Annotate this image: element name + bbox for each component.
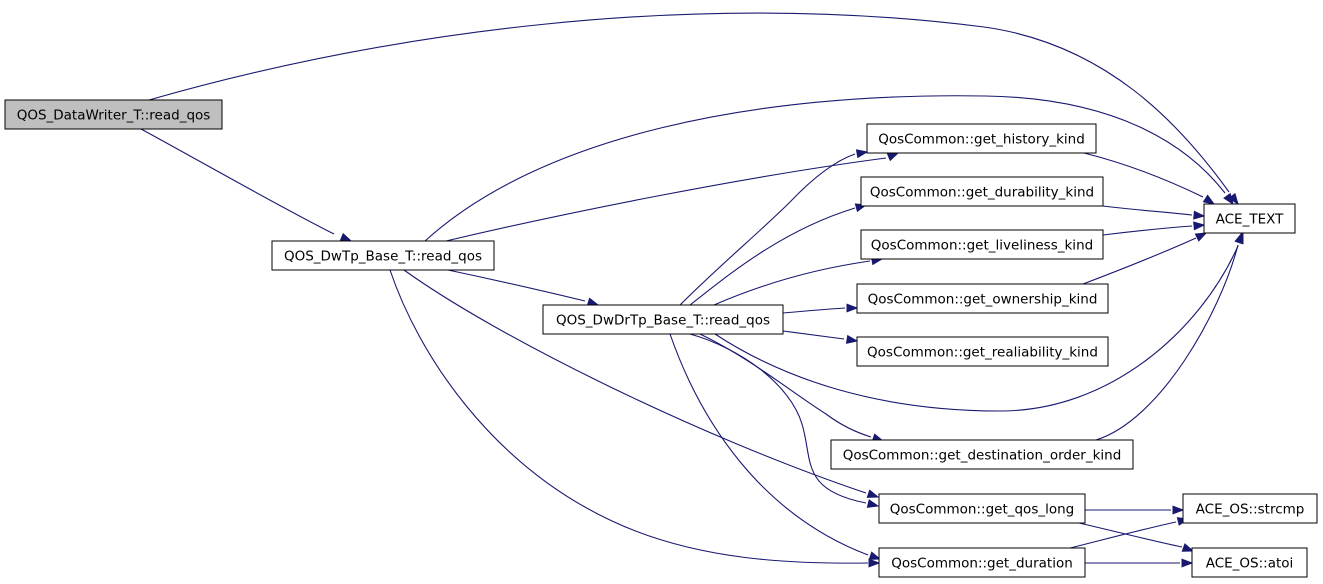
edge-durability-to-acetext — [1102, 205, 1206, 220]
node-box[interactable] — [878, 547, 1086, 578]
edge-history-to-acetext — [1083, 152, 1216, 205]
node-destorder[interactable]: QosCommon::get_destination_order_kind — [830, 439, 1134, 470]
edge-dwdrtp-to-qoslong — [689, 333, 880, 508]
node-label: QOS_DataWriter_T::read_qos — [17, 108, 211, 124]
node-box[interactable] — [856, 336, 1109, 367]
node-ownership[interactable]: QosCommon::get_ownership_kind — [856, 283, 1109, 314]
edge-dwtp-to-history — [445, 152, 900, 242]
edge-duration-to-atoi — [1084, 558, 1194, 568]
arrowhead-icon — [339, 232, 353, 242]
arrowhead-icon — [866, 489, 880, 498]
edge-dwdrtp-to-history — [679, 149, 869, 306]
arrowhead-icon — [866, 499, 880, 508]
node-box[interactable] — [878, 493, 1086, 524]
node-label: QosCommon::get_ownership_kind — [868, 292, 1098, 308]
edge-liveliness-to-acetext — [1102, 221, 1206, 236]
node-durability[interactable]: QosCommon::get_durability_kind — [860, 176, 1104, 207]
node-root[interactable]: QOS_DataWriter_T::read_qos — [4, 99, 223, 130]
edge-dwtp-to-acetext — [424, 95, 1234, 242]
arrowhead-icon — [846, 303, 859, 313]
arrowhead-icon — [855, 149, 869, 159]
edge-dwdrtp-to-durability — [689, 203, 868, 306]
edge-root-to-dwtp — [140, 128, 353, 242]
node-atoi[interactable]: ACE_OS::atoi — [1191, 547, 1308, 578]
node-label: QosCommon::get_durability_kind — [870, 185, 1094, 201]
node-box[interactable] — [856, 283, 1109, 314]
edge-qoslong-to-atoi — [1078, 522, 1195, 552]
arrowhead-icon — [845, 334, 859, 344]
arrowhead-icon — [1181, 543, 1195, 552]
node-duration[interactable]: QosCommon::get_duration — [878, 547, 1086, 578]
node-label: QosCommon::get_duration — [891, 556, 1073, 572]
node-label: ACE_TEXT — [1216, 212, 1284, 228]
edge-root-to-acetext — [148, 12, 1239, 206]
node-box[interactable] — [830, 439, 1134, 470]
node-history[interactable]: QosCommon::get_history_kind — [866, 123, 1097, 154]
node-label: QosCommon::get_qos_long — [890, 502, 1075, 518]
node-box[interactable] — [1191, 547, 1308, 578]
node-dwdrtp[interactable]: QOS_DwDrTp_Base_T::read_qos — [542, 304, 784, 335]
edge-dwdrtp-to-destorder — [699, 333, 885, 442]
node-box[interactable] — [860, 229, 1104, 260]
edge-ownership-to-acetext — [1082, 232, 1208, 285]
node-label: ACE_OS::strcmp — [1196, 502, 1305, 518]
edge-qoslong-to-strcmp — [1085, 505, 1185, 515]
arrowhead-icon — [1193, 210, 1206, 220]
node-label: QosCommon::get_history_kind — [878, 132, 1085, 148]
node-acetext[interactable]: ACE_TEXT — [1203, 203, 1296, 234]
edge-destorder-to-acetext — [1095, 231, 1243, 441]
arrowhead-icon — [868, 551, 882, 560]
arrowhead-icon — [1228, 192, 1239, 206]
arrowhead-icon — [1202, 194, 1216, 205]
node-label: QOS_DwTp_Base_T::read_qos — [284, 249, 482, 265]
edge-dwtp-to-dwdrtp — [447, 269, 600, 307]
edges-layer — [140, 12, 1244, 568]
edge-dwtp-to-duration — [389, 269, 881, 568]
node-reliability[interactable]: QosCommon::get_realiability_kind — [856, 336, 1109, 367]
edge-dwdrtp-to-duration — [669, 333, 882, 560]
arrowhead-icon — [1181, 558, 1194, 568]
node-box[interactable] — [271, 240, 495, 271]
node-dwtp[interactable]: QOS_DwTp_Base_T::read_qos — [271, 240, 495, 271]
arrowhead-icon — [886, 152, 900, 162]
edge-dwdrtp-to-ownership — [782, 303, 859, 314]
node-box[interactable] — [1203, 203, 1296, 234]
nodes-layer: QOS_DataWriter_T::read_qosQOS_DwTp_Base_… — [4, 99, 1318, 578]
node-liveliness[interactable]: QosCommon::get_liveliness_kind — [860, 229, 1104, 260]
node-box[interactable] — [4, 99, 223, 130]
node-label: QOS_DwDrTp_Base_T::read_qos — [556, 313, 770, 329]
edge-dwtp-to-qoslong — [403, 269, 880, 498]
node-qoslong[interactable]: QosCommon::get_qos_long — [878, 493, 1086, 524]
arrowhead-icon — [1172, 505, 1185, 515]
node-box[interactable] — [866, 123, 1097, 154]
node-label: QosCommon::get_liveliness_kind — [871, 238, 1093, 254]
node-label: QosCommon::get_realiability_kind — [867, 345, 1098, 361]
node-label: ACE_OS::atoi — [1206, 556, 1294, 572]
node-label: QosCommon::get_destination_order_kind — [843, 448, 1122, 464]
node-box[interactable] — [542, 304, 784, 335]
arrowhead-icon — [868, 558, 881, 568]
edge-duration-to-strcmp — [1069, 517, 1190, 549]
arrowhead-icon — [1223, 192, 1234, 206]
arrowhead-icon — [1193, 221, 1206, 231]
arrowhead-icon — [1234, 231, 1243, 245]
arrowhead-icon — [1194, 232, 1208, 242]
edge-dwdrtp-to-acetext — [714, 231, 1244, 412]
node-strcmp[interactable]: ACE_OS::strcmp — [1182, 493, 1318, 524]
edge-dwdrtp-to-reliability — [782, 330, 859, 344]
node-box[interactable] — [1182, 493, 1318, 524]
node-box[interactable] — [860, 176, 1104, 207]
